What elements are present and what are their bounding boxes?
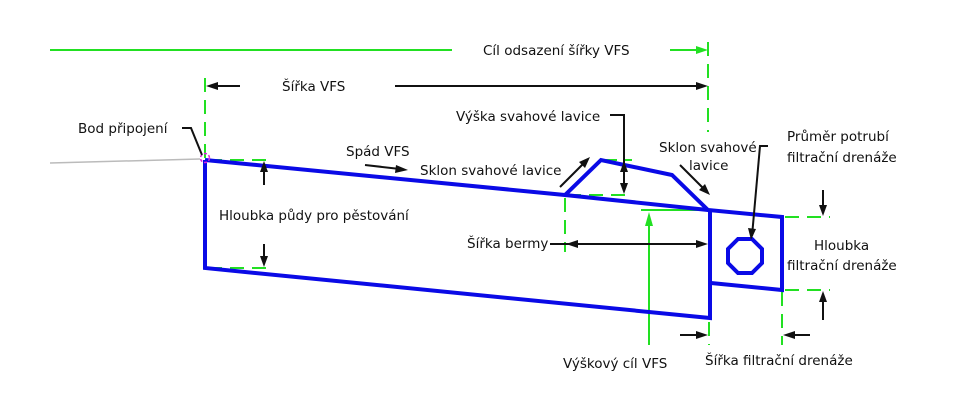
bench-height-leader: [610, 114, 625, 190]
arrowhead-icon: [620, 161, 628, 172]
arrowhead-icon: [206, 82, 218, 90]
existing-ground-line: [49, 158, 201, 164]
arrowhead-icon: [620, 183, 628, 194]
berm-width-label: Šířka bermy: [467, 234, 548, 252]
arrowhead-icon: [699, 184, 710, 195]
arrowhead-icon: [783, 331, 795, 339]
arrowhead-icon: [748, 228, 756, 240]
arrowhead-icon: [696, 82, 708, 90]
attachment-point-marker: [199, 152, 211, 164]
arrowhead-icon: [819, 205, 827, 216]
pipe-diameter-label-2: filtrační drenáže: [787, 150, 897, 166]
arrowhead-icon: [260, 256, 268, 267]
width-offset-target-label: Cíl odsazení šířky VFS: [483, 43, 630, 59]
arrowhead-icon: [645, 212, 653, 226]
arrowhead-icon: [819, 291, 827, 302]
arrowhead-icon: [696, 331, 708, 339]
arrowhead-icon: [260, 161, 268, 172]
drain-width-label: Šířka filtrační drenáže: [705, 351, 853, 369]
bench-slope-left-label: Sklon svahové lavice: [420, 163, 561, 179]
bench-slope-right-arrow: [679, 164, 706, 191]
attach-leader: [182, 127, 203, 156]
pipe-diameter-label: Průměr potrubí: [787, 129, 890, 145]
bench-height-label: Výška svahové lavice: [456, 109, 600, 125]
arrowhead-icon: [579, 157, 590, 168]
arrowhead-icon: [395, 165, 408, 173]
vfs-width-label: Šířka VFS: [282, 77, 345, 95]
pipe-diameter-leader: [751, 145, 768, 237]
bench-slope-right-label: Sklon svahové: [659, 140, 757, 156]
elevation-target-label: Výškový cíl VFS: [563, 356, 667, 372]
vfs-body: [203, 160, 712, 321]
vfs-top-and-drain: [204, 157, 784, 293]
bench-base: [564, 193, 709, 212]
arrowhead-icon: [696, 46, 708, 54]
vfs-slope-label: Spád VFS: [346, 144, 410, 160]
vfs-slope-arrow: [364, 164, 401, 170]
drain-depth-label: Hloubka: [814, 238, 869, 254]
drain-depth-label-2: filtrační drenáže: [787, 258, 897, 274]
pipe-icon: [726, 237, 764, 275]
attachment-point-label: Bod připojení: [78, 121, 169, 137]
bench-slope-left-arrow: [559, 161, 586, 188]
soil-depth-label: Hloubka půdy pro pěstování: [219, 208, 410, 224]
bench-slope-right-label-2: lavice: [689, 158, 729, 174]
arrowhead-icon: [696, 240, 708, 248]
arrowhead-icon: [566, 240, 578, 248]
